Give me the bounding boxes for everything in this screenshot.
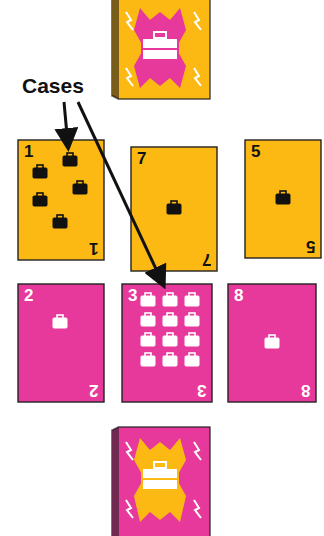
game-card: 88 <box>228 284 316 402</box>
card-number: 8 <box>234 287 243 305</box>
card-number: 7 <box>137 150 146 168</box>
card-number: 1 <box>24 143 33 161</box>
case-icon <box>53 293 279 366</box>
card-number: 1 <box>89 239 98 257</box>
card-number: 7 <box>202 250 211 268</box>
game-card: 55 <box>245 140 321 258</box>
card-number: 2 <box>89 381 98 399</box>
card-number: 5 <box>306 237 315 255</box>
game-card: 77 <box>131 147 217 271</box>
game-card: 11 <box>18 140 104 260</box>
leader-arrow <box>64 102 163 284</box>
card-number: 2 <box>24 287 33 305</box>
callout-label: Cases <box>22 74 84 98</box>
game-card: 33 <box>122 284 212 402</box>
draw-deck <box>112 0 210 99</box>
card-number: 3 <box>197 381 206 399</box>
game-card: 22 <box>18 284 104 402</box>
card-number: 5 <box>251 143 260 161</box>
card-face <box>18 140 321 402</box>
draw-deck <box>112 427 210 536</box>
card-number: 8 <box>301 381 310 399</box>
card-number: 3 <box>128 287 137 305</box>
case-icon <box>33 153 290 228</box>
